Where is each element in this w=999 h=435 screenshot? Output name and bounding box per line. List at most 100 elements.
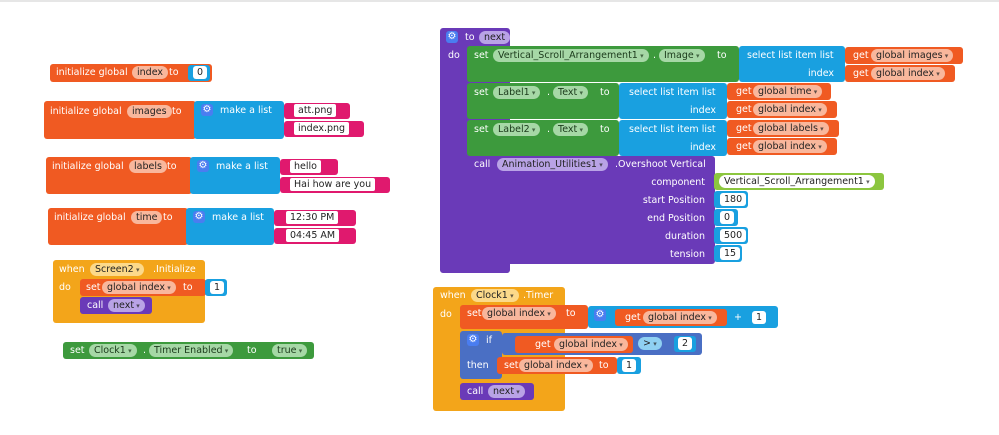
set-image-block[interactable]: set Vertical_Scroll_Arrangement1 . Image…: [467, 46, 739, 82]
select-list-item-block[interactable]: select list item list index: [619, 120, 727, 156]
select-list-item-block[interactable]: select list item list index: [619, 83, 727, 119]
gear-icon[interactable]: ⚙: [193, 211, 205, 223]
component-dropdown[interactable]: Animation_Utilities1: [497, 158, 608, 171]
procedure-name-field[interactable]: next: [479, 31, 511, 44]
number-field[interactable]: 180: [720, 193, 747, 206]
get-variable-block[interactable]: get global index: [727, 138, 837, 155]
var-name-field[interactable]: index: [132, 66, 168, 79]
init-global-images-block[interactable]: initialize global images to: [44, 101, 196, 139]
make-a-list-block[interactable]: ⚙ make a list: [190, 157, 280, 194]
var-dropdown[interactable]: global images: [871, 49, 954, 62]
number-block[interactable]: 2: [674, 336, 696, 352]
call-procedure-block[interactable]: call next: [460, 383, 534, 400]
var-dropdown[interactable]: global index: [102, 281, 176, 294]
init-global-time-block[interactable]: initialize global time to: [48, 208, 188, 245]
component-dropdown[interactable]: Clock1: [89, 344, 137, 357]
var-dropdown[interactable]: global index: [871, 67, 945, 80]
number-field[interactable]: 1: [752, 311, 767, 324]
var-dropdown[interactable]: global index: [554, 338, 628, 351]
property-dropdown[interactable]: Text: [553, 123, 588, 136]
gear-icon[interactable]: ⚙: [197, 160, 209, 172]
number-field[interactable]: 0: [720, 211, 735, 224]
component-dropdown[interactable]: Screen2: [90, 263, 145, 276]
if-then-block[interactable]: ⚙ if then: [460, 331, 502, 379]
boolean-dropdown[interactable]: true: [272, 344, 308, 357]
get-variable-block[interactable]: get global index: [845, 65, 955, 82]
get-variable-block[interactable]: get global index: [727, 101, 837, 118]
number-block[interactable]: 500: [714, 227, 748, 244]
gear-icon[interactable]: ⚙: [594, 309, 606, 321]
component-dropdown[interactable]: Label1: [493, 86, 541, 99]
property-dropdown[interactable]: Image: [659, 49, 705, 62]
set-label1-text-block[interactable]: set Label1 . Text to: [467, 83, 619, 119]
set-label2-text-block[interactable]: set Label2 . Text to: [467, 120, 619, 156]
number-block[interactable]: 1: [205, 279, 227, 296]
text-field[interactable]: 04:45 AM: [286, 229, 340, 242]
var-dropdown[interactable]: global labels: [753, 122, 829, 135]
property-dropdown[interactable]: Text: [553, 86, 588, 99]
component-dropdown[interactable]: Vertical_Scroll_Arrangement1: [719, 175, 875, 188]
boolean-block[interactable]: true: [268, 342, 314, 359]
set-global-index-block[interactable]: set global index to: [497, 357, 617, 374]
component-dropdown[interactable]: Label2: [493, 123, 541, 136]
call-procedure-block[interactable]: call next: [80, 297, 152, 314]
gear-icon[interactable]: ⚙: [467, 334, 479, 346]
var-dropdown[interactable]: global index: [482, 307, 556, 320]
make-a-list-block[interactable]: ⚙ make a list: [186, 208, 274, 245]
if-label: if: [486, 335, 492, 346]
procedure-dropdown[interactable]: next: [488, 385, 525, 398]
text-block[interactable]: hello: [280, 159, 338, 175]
number-field[interactable]: 2: [678, 337, 693, 350]
number-block[interactable]: 15: [714, 245, 742, 262]
text-field[interactable]: hello: [290, 160, 321, 173]
init-global-index-block[interactable]: initialize global index to 0: [50, 64, 212, 82]
text-block[interactable]: 04:45 AM: [274, 228, 356, 244]
var-dropdown[interactable]: global index: [643, 311, 717, 324]
text-field[interactable]: Hai how are you: [290, 178, 376, 191]
var-name-field[interactable]: labels: [129, 160, 167, 173]
gear-icon[interactable]: ⚙: [201, 104, 213, 116]
text-field[interactable]: index.png: [294, 122, 350, 135]
set-global-index-block[interactable]: set global index to: [80, 279, 206, 296]
component-block[interactable]: Vertical_Scroll_Arrangement1: [714, 173, 884, 190]
text-block[interactable]: att.png: [284, 103, 350, 119]
get-variable-block[interactable]: get global index: [515, 336, 633, 353]
number-block[interactable]: 1: [617, 357, 641, 374]
number-block[interactable]: 180: [714, 191, 748, 208]
select-list-item-block[interactable]: select list item list index: [739, 46, 845, 82]
init-global-labels-block[interactable]: initialize global labels to: [46, 157, 192, 194]
var-dropdown[interactable]: global index: [753, 140, 827, 153]
get-variable-block[interactable]: get global index: [615, 309, 727, 326]
var-dropdown[interactable]: global index: [753, 103, 827, 116]
set-global-index-block[interactable]: set global index to: [460, 305, 588, 329]
var-dropdown[interactable]: global index: [519, 359, 593, 372]
make-a-list-block[interactable]: ⚙ make a list: [194, 101, 284, 139]
number-field[interactable]: 15: [720, 247, 741, 260]
get-variable-block[interactable]: get global time: [727, 83, 831, 100]
procedure-dropdown[interactable]: next: [108, 299, 145, 312]
get-variable-block[interactable]: get global images: [845, 47, 963, 64]
var-dropdown[interactable]: global time: [753, 85, 823, 98]
component-dropdown[interactable]: Clock1: [471, 289, 519, 302]
call-overshoot-vertical-block[interactable]: call Animation_Utilities1 .Overshoot Ver…: [467, 156, 715, 264]
number-block[interactable]: 1: [748, 310, 770, 326]
gear-icon[interactable]: ⚙: [446, 31, 458, 43]
text-block[interactable]: 12:30 PM: [274, 210, 356, 226]
text-field[interactable]: att.png: [294, 104, 337, 117]
var-name-field[interactable]: images: [127, 105, 172, 118]
text-block[interactable]: Hai how are you: [280, 177, 390, 193]
number-block[interactable]: 0: [714, 209, 738, 226]
number-field[interactable]: 0: [193, 66, 208, 79]
property-dropdown[interactable]: Timer Enabled: [149, 344, 234, 357]
set-timer-enabled-block[interactable]: set Clock1 . Timer Enabled to: [63, 342, 273, 359]
component-dropdown[interactable]: Vertical_Scroll_Arrangement1: [493, 49, 649, 62]
get-variable-block[interactable]: get global labels: [727, 120, 839, 137]
compare-operator-dropdown[interactable]: >: [638, 337, 662, 350]
var-name-field[interactable]: time: [131, 211, 163, 224]
text-block[interactable]: index.png: [284, 121, 364, 137]
number-field[interactable]: 500: [720, 229, 747, 242]
number-field[interactable]: 1: [622, 359, 637, 372]
number-field[interactable]: 1: [210, 281, 225, 294]
number-block[interactable]: 0: [188, 65, 210, 81]
text-field[interactable]: 12:30 PM: [286, 211, 339, 224]
